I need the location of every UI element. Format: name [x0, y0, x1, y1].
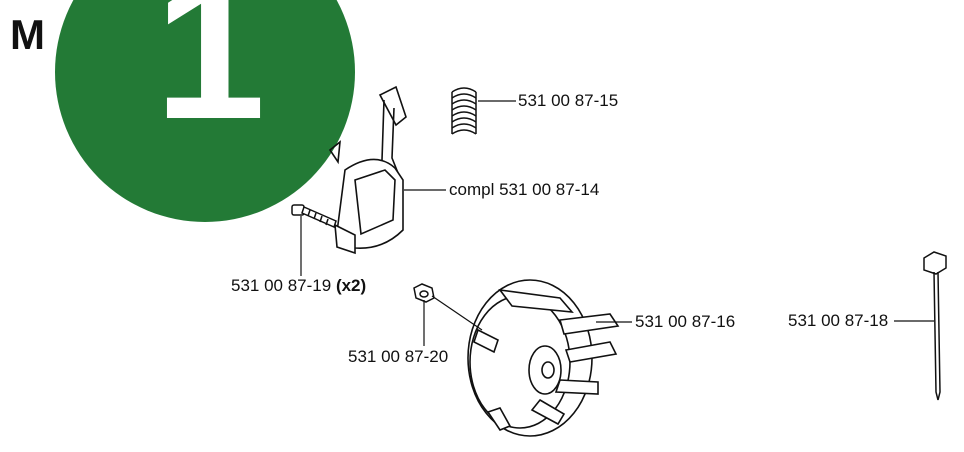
section-number: 1 — [154, 0, 266, 161]
quantity-label: (x2) — [335, 276, 367, 295]
flywheel-drawing — [467, 279, 620, 437]
part-label-screw: 531 00 87-19 (x2) — [231, 276, 367, 295]
section-letter: M — [10, 11, 45, 58]
part-label-nut: 531 00 87-20 — [348, 347, 449, 366]
part-label-ignition-coil: compl 531 00 87-14 — [449, 180, 600, 199]
spring-drawing — [451, 87, 477, 135]
leader-lines — [300, 100, 934, 346]
section-badge-circle — [55, 0, 355, 222]
screw-drawing — [291, 204, 337, 229]
part-label-cable-tie: 531 00 87-18 — [788, 311, 889, 330]
cable-tie-drawing — [923, 251, 947, 401]
part-label-flywheel: 531 00 87-16 — [635, 312, 736, 331]
nut-drawing — [413, 283, 435, 303]
part-label-spring: 531 00 87-15 — [518, 91, 619, 110]
ignition-coil-drawing — [328, 85, 407, 255]
